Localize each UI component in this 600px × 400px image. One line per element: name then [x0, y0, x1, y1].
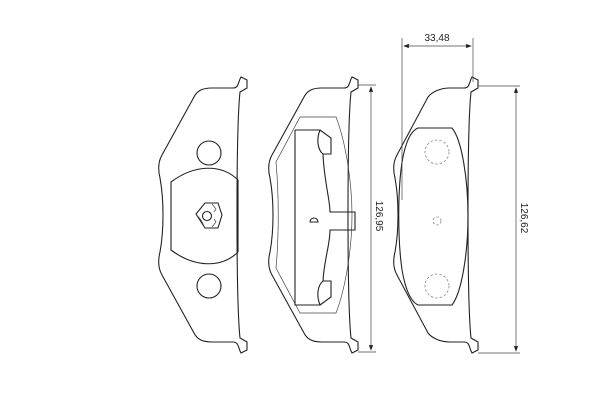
- dimension-width-label: 33,48: [424, 33, 449, 44]
- pad-friction-view: [393, 76, 479, 354]
- pad-clip-view: [268, 76, 359, 354]
- dimension-height-backplate: 126,95: [358, 84, 384, 353]
- dimension-width: 33,48: [401, 33, 474, 200]
- dimension-height-friction-label: 126,62: [518, 203, 529, 234]
- dimension-height-friction: 126,62: [478, 85, 529, 354]
- dimension-height-backplate-label: 126,95: [373, 201, 384, 232]
- logo-clip-icon: [195, 202, 223, 229]
- pad-backplate-view: [158, 76, 248, 354]
